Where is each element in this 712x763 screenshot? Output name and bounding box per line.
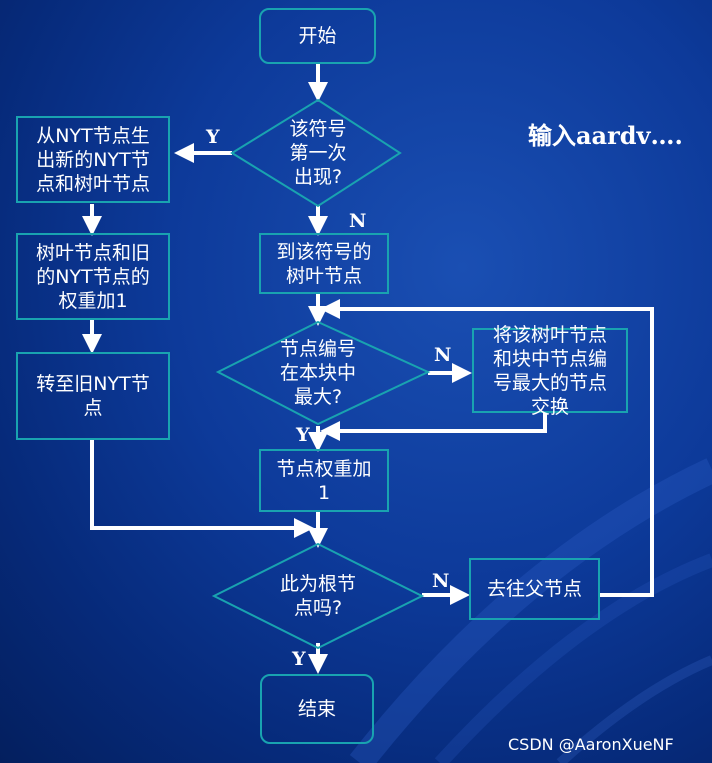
decision-max-in-block-shape xyxy=(215,320,431,426)
label-yes-max: Y xyxy=(296,424,310,446)
label-yes-first: Y xyxy=(206,126,220,148)
label-no-first: N xyxy=(349,210,367,232)
input-note: 输入aardv…. xyxy=(528,121,683,150)
arrow-parent-loop xyxy=(320,299,654,597)
node-end: 结束 xyxy=(260,674,374,744)
decision-max-in-block: 节点编号 在本块中 最大? xyxy=(279,338,356,408)
node-to-leaf: 到该符号的 树叶节点 xyxy=(259,233,389,294)
node-start: 开始 xyxy=(259,8,376,64)
watermark: CSDN @AaronXueNF xyxy=(508,735,674,754)
label-yes-root: Y xyxy=(292,648,306,670)
node-goto-parent: 去往父节点 xyxy=(469,558,600,620)
decision-is-root: 此为根节 点吗? xyxy=(279,573,356,619)
decision-is-root-shape xyxy=(211,542,425,650)
label-no-max: N xyxy=(434,344,452,366)
node-swap: 将该树叶节点 和块中节点编 号最大的节点 交换 xyxy=(472,324,628,418)
node-goto-old-nyt: 转至旧NYT节 点 xyxy=(16,352,170,440)
node-increment-leaf-old-nyt: 树叶节点和旧 的NYT节点的 权重加1 xyxy=(16,233,170,320)
arrow-swap-to-inc xyxy=(320,413,547,441)
arrow-goto-to-root xyxy=(90,440,314,538)
node-create-nyt: 从NYT节点生 出新的NYT节 点和树叶节点 xyxy=(16,116,170,203)
decision-first-time: 该符号 第一次 出现? xyxy=(289,118,347,188)
label-no-root: N xyxy=(432,570,450,592)
node-increment-weight: 节点权重加 1 xyxy=(259,449,389,512)
decision-first-time-shape xyxy=(230,98,402,208)
